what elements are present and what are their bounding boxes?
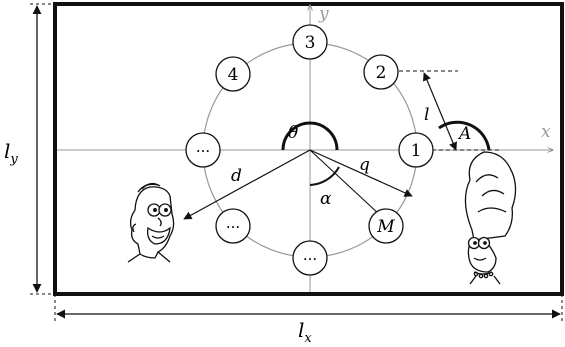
d-label: d [231,166,242,186]
l-vector [423,72,457,151]
node-n1-label: 1 [411,141,422,161]
node-nbottom-label: ··· [303,250,317,268]
alpha-arc [309,166,340,186]
center-to-m-line [309,149,381,216]
node-n2-circle [363,54,399,90]
node-nM-label: M [376,217,395,237]
alpha-label: α [320,189,332,209]
y-axis-label: y [318,4,329,24]
woman-character-figure [464,151,517,285]
man-character-figure [127,182,175,263]
ring-nodes: 3 2 4 1 ··· ··· ··· M [185,24,434,276]
node-n4-circle [215,56,251,92]
q-label: q [359,155,370,175]
node-n3-label: 3 [305,33,316,53]
A-angle-arc [438,120,491,151]
q-vector [309,149,413,197]
node-nbl-label: ··· [226,218,240,236]
node-n3-circle [292,24,328,60]
arena-frame [53,2,564,296]
node-nM-circle [368,208,404,244]
node-n2-label: 2 [376,63,387,83]
lx-label: lx [298,318,312,346]
theta-arc [281,121,339,151]
node-n4-label: 4 [228,65,239,85]
l-label: l [424,105,429,125]
node-nbottom-circle [292,240,328,276]
node-nbl-circle [215,208,251,244]
node-nleft-label: ··· [196,142,210,160]
node-n1-circle [398,132,434,168]
ly-label: ly [4,139,18,167]
node-nleft-circle [185,132,221,168]
d-vector [183,149,311,220]
x-axis-label: x [541,122,551,142]
A-label: A [457,124,471,144]
theta-label: θ [288,123,298,143]
